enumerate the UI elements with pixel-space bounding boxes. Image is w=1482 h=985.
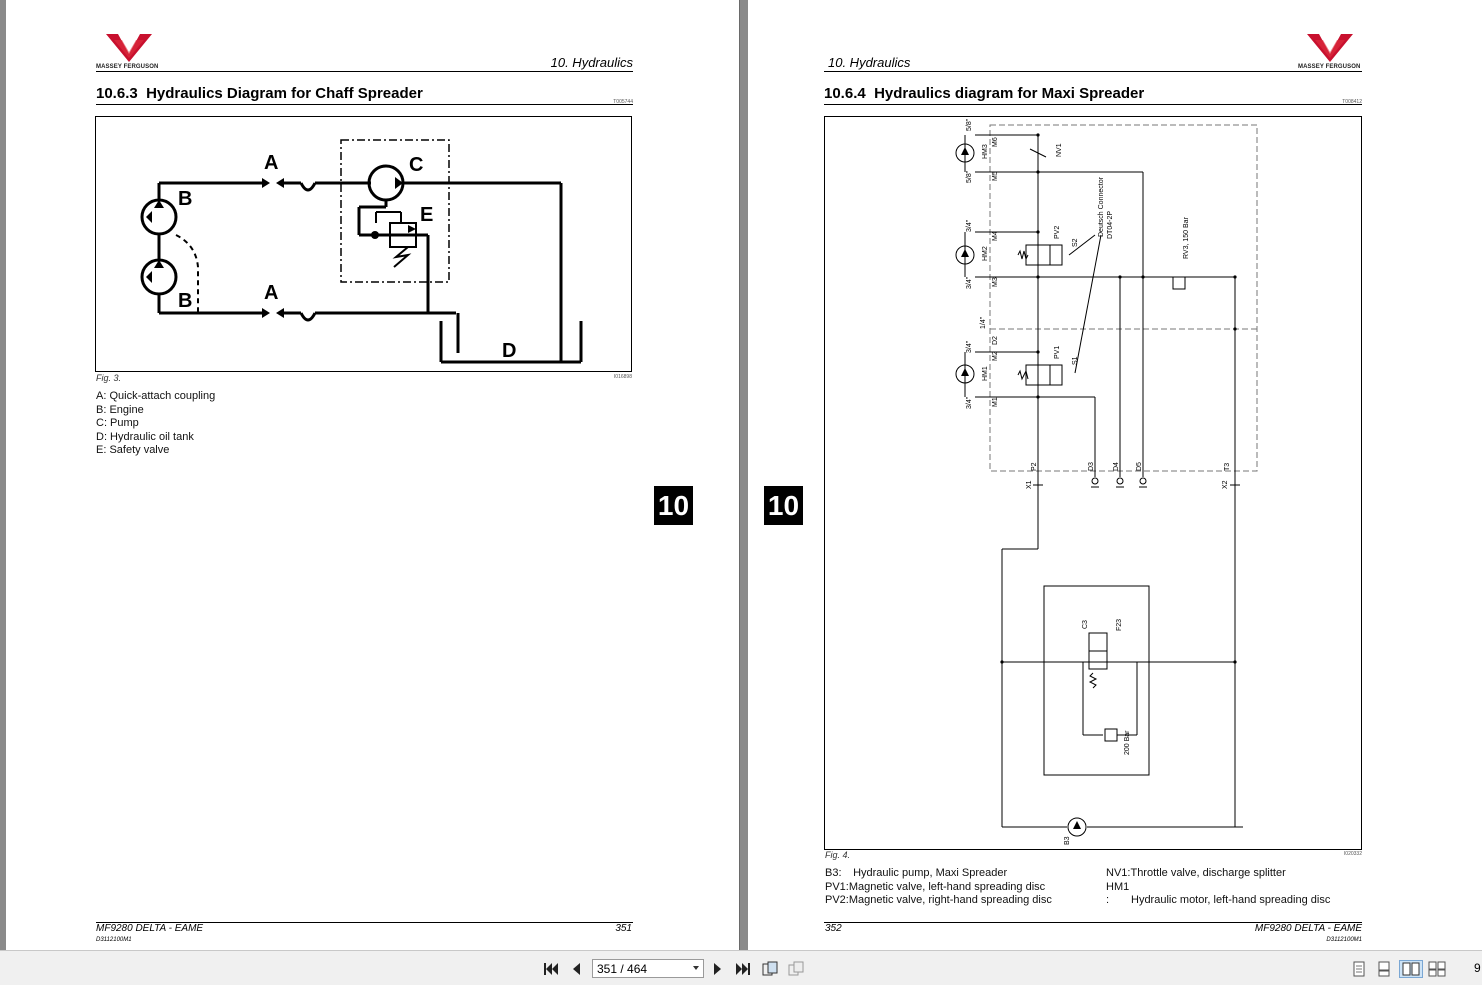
- page-number: 351: [615, 923, 632, 934]
- label-b-top: B: [178, 188, 192, 210]
- svg-text:B3: B3: [1064, 836, 1071, 845]
- svg-text:200 Bar: 200 Bar: [1124, 730, 1131, 755]
- svg-text:D4: D4: [1113, 462, 1120, 471]
- svg-text:X1: X1: [1026, 480, 1033, 489]
- svg-text:3/4": 3/4": [966, 219, 973, 232]
- prev-page-icon[interactable]: [566, 960, 586, 978]
- left-page: MASSEY FERGUSON 10. Hydraulics 10.6.3 Hy…: [6, 0, 740, 950]
- viewer-toolbar: 351 / 464 9: [0, 950, 1482, 985]
- legend-item: B3: Hydraulic pump, Maxi Spreader: [825, 867, 1008, 879]
- section-title: 10.6.4 Hydraulics diagram for Maxi Sprea…: [824, 85, 1145, 102]
- svg-text:M4: M4: [992, 231, 999, 241]
- footer-doc: D3112100M1: [96, 937, 132, 943]
- svg-text:DT04-2P: DT04-2P: [1107, 211, 1114, 239]
- footer-model: MF9280 DELTA - EAME: [1254, 923, 1362, 934]
- zoom-level[interactable]: 9: [1474, 961, 1481, 975]
- svg-text:HM3: HM3: [982, 144, 989, 159]
- page-number-dropdown[interactable]: 351 / 464: [592, 959, 704, 978]
- svg-text:D3: D3: [1088, 462, 1095, 471]
- footer-model: MF9280 DELTA - EAME: [96, 923, 204, 934]
- label-b-bottom: B: [178, 290, 192, 312]
- right-page: MASSEY FERGUSON 10. Hydraulics 10.6.4 Hy…: [748, 0, 1482, 950]
- section-title: 10.6.3 Hydraulics Diagram for Chaff Spre…: [96, 85, 423, 102]
- label-e: E: [420, 204, 433, 226]
- svg-text:HM1: HM1: [982, 366, 989, 381]
- last-page-icon[interactable]: [733, 960, 753, 978]
- figure-code: I016898: [613, 374, 632, 380]
- two-page-icon[interactable]: [1399, 960, 1423, 978]
- chapter-tab: 10: [764, 486, 803, 525]
- label-d: D: [502, 340, 516, 362]
- massey-ferguson-logo-icon: [1307, 34, 1353, 62]
- figure-caption: Fig. 4.: [825, 850, 851, 860]
- figure-caption: Fig. 3.: [96, 373, 122, 383]
- legend-item: E: Safety valve: [96, 444, 170, 456]
- legend-item: NV1:Throttle valve, discharge splitter: [1106, 867, 1286, 879]
- massey-ferguson-logo-icon: [106, 34, 152, 62]
- svg-text:NV1: NV1: [1056, 143, 1063, 157]
- chapter-header: 10. Hydraulics: [550, 55, 633, 70]
- continuous-icon[interactable]: [1374, 960, 1394, 978]
- svg-text:S1: S1: [1072, 356, 1079, 365]
- doc-code: T008412: [1342, 99, 1362, 105]
- label-c: C: [409, 154, 423, 176]
- svg-text:P2: P2: [1031, 462, 1038, 471]
- page-number: 352: [825, 923, 842, 934]
- svg-text:X2: X2: [1222, 480, 1229, 489]
- svg-text:3/4": 3/4": [966, 276, 973, 289]
- svg-text:3/4": 3/4": [966, 396, 973, 409]
- svg-text:M2: M2: [992, 351, 999, 361]
- next-page-icon[interactable]: [708, 960, 728, 978]
- single-page-icon[interactable]: [1349, 960, 1369, 978]
- svg-text:D2: D2: [992, 336, 999, 345]
- svg-text:M3: M3: [992, 277, 999, 287]
- chapter-tab: 10: [654, 486, 693, 525]
- svg-text:3/4": 3/4": [966, 340, 973, 353]
- svg-text:RV3, 150 Bar: RV3, 150 Bar: [1183, 216, 1190, 259]
- chevron-down-icon: [693, 966, 699, 970]
- svg-text:5/8": 5/8": [966, 118, 973, 131]
- legend-item: HM1: [1106, 880, 1130, 893]
- footer-doc: D3112100M1: [1326, 937, 1362, 943]
- figure-legend-right: NV1:Throttle valve, discharge splitter H…: [1106, 867, 1330, 908]
- legend-item: D: Hydraulic oil tank: [96, 430, 194, 443]
- legend-item: B: Engine: [96, 403, 144, 416]
- brand-text: MASSEY FERGUSON: [1298, 64, 1361, 70]
- brand-text: MASSEY FERGUSON: [96, 64, 159, 70]
- maxi-spreader-diagram: 5/8" 5/8" HM3 M6 M5 NV1 3/4" 3/4" HM2 M4…: [824, 116, 1362, 850]
- legend-item: PV1:Magnetic valve, left-hand spreading …: [825, 880, 1046, 893]
- svg-text:D5: D5: [1136, 462, 1143, 471]
- legend-item: A: Quick-attach coupling: [96, 390, 216, 402]
- svg-text:M6: M6: [992, 137, 999, 147]
- svg-text:M5: M5: [992, 171, 999, 181]
- svg-text:1/4": 1/4": [980, 316, 987, 329]
- chapter-header: 10. Hydraulics: [828, 55, 911, 70]
- figure-legend-left: B3: Hydraulic pump, Maxi Spreader PV1:Ma…: [825, 867, 1052, 908]
- legend-item: C: Pump: [96, 417, 139, 429]
- svg-text:M1: M1: [992, 397, 999, 407]
- label-a-top: A: [264, 152, 278, 174]
- svg-text:PV2: PV2: [1054, 226, 1061, 239]
- chaff-spreader-diagram: A A B B C D E: [95, 116, 632, 372]
- svg-text:C3: C3: [1082, 620, 1089, 629]
- legend-item: PV2:Magnetic valve, right-hand spreading…: [825, 894, 1052, 906]
- svg-text:T3: T3: [1224, 463, 1231, 471]
- label-a-bottom: A: [264, 282, 278, 304]
- first-page-icon[interactable]: [541, 960, 561, 978]
- svg-text:S2: S2: [1072, 238, 1079, 247]
- copy-icon[interactable]: [786, 960, 806, 978]
- svg-text:F23: F23: [1116, 619, 1123, 631]
- figure-code: I020332: [1343, 851, 1362, 857]
- svg-text:HM2: HM2: [982, 246, 989, 261]
- legend-item: :Hydraulic motor, left-hand spreading di…: [1106, 894, 1331, 906]
- doc-code: T005744: [613, 99, 633, 105]
- rotate-icon[interactable]: [760, 960, 780, 978]
- svg-text:Deutsch Connector: Deutsch Connector: [1098, 176, 1105, 237]
- figure-legend: A: Quick-attach coupling B: Engine C: Pu…: [96, 390, 215, 458]
- two-page-continuous-icon[interactable]: [1427, 960, 1447, 978]
- svg-text:5/8": 5/8": [966, 170, 973, 183]
- svg-text:PV1: PV1: [1054, 346, 1061, 359]
